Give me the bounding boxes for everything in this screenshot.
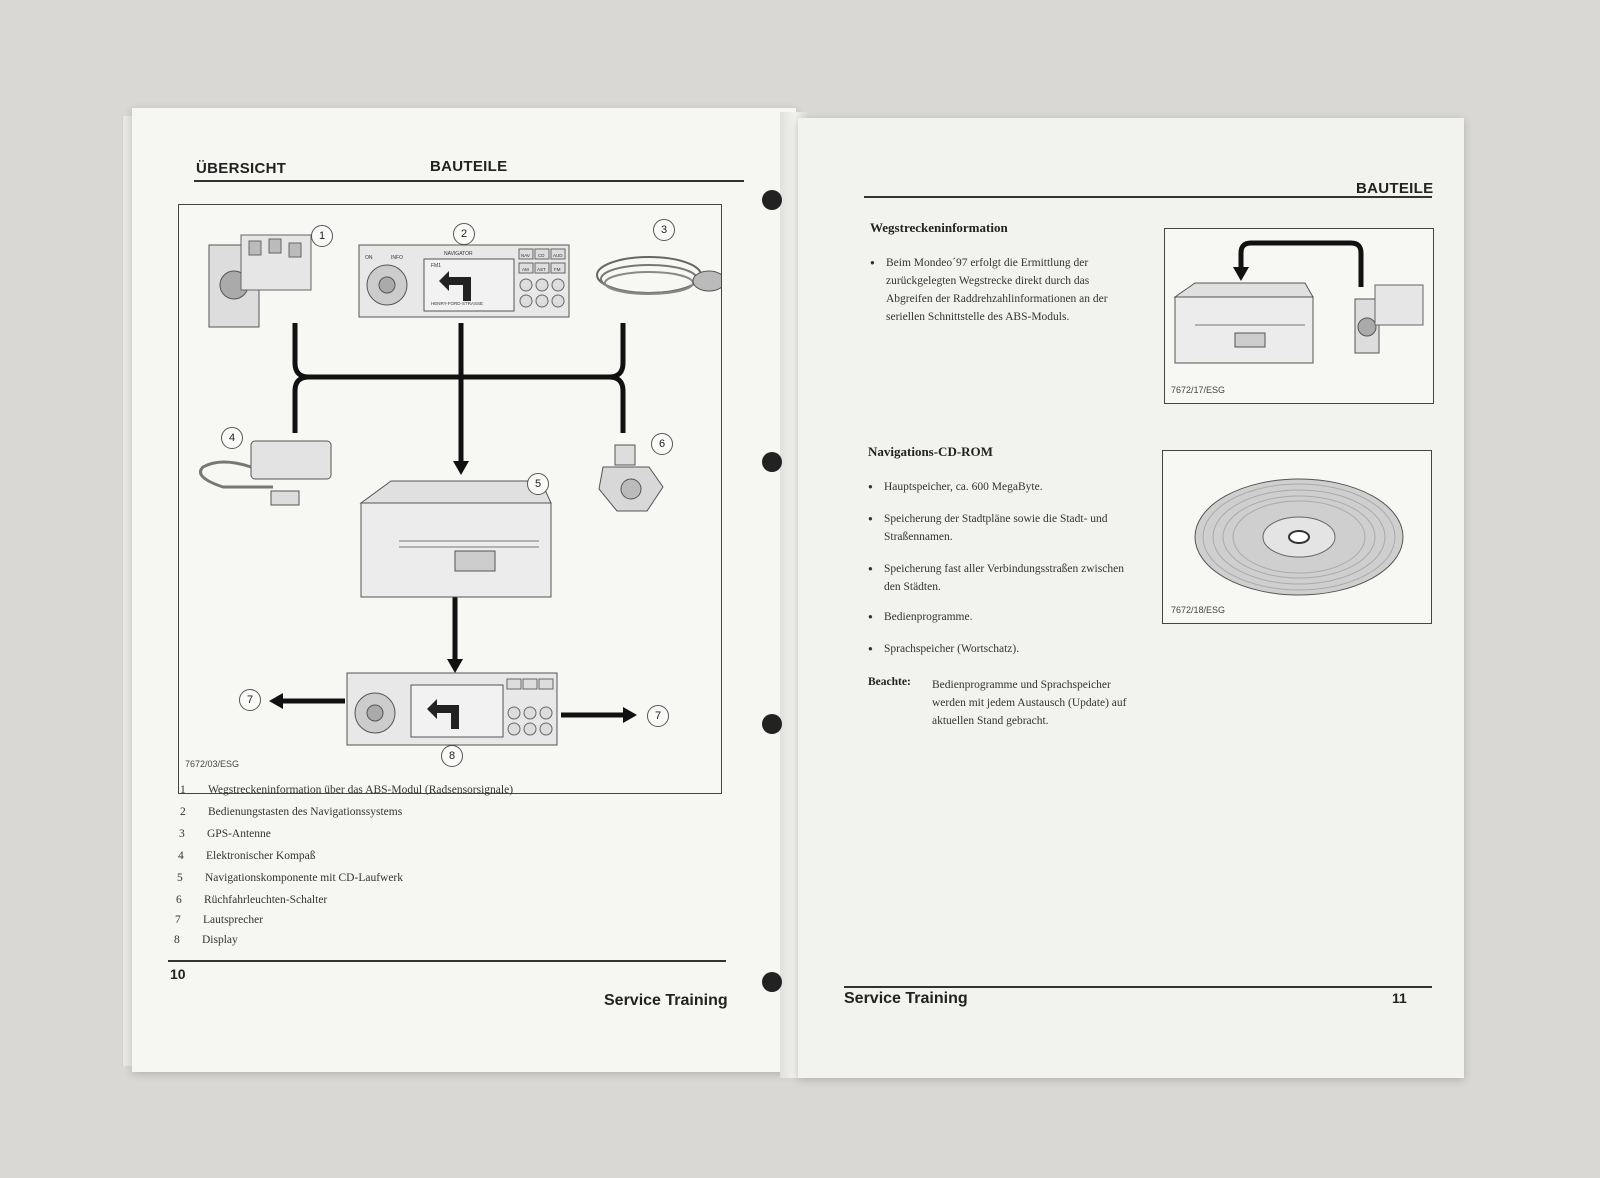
page-number-left: 10 bbox=[170, 966, 186, 982]
header-components: BAUTEILE bbox=[430, 158, 508, 175]
page-number-right: 11 bbox=[1392, 990, 1407, 1006]
info-text: INFO bbox=[391, 255, 403, 261]
callout-3: 3 bbox=[653, 219, 675, 241]
navigator-text: NAVIGATOR bbox=[444, 251, 473, 257]
navigation-unit-illustration bbox=[359, 480, 552, 598]
footer-service-training-right: Service Training bbox=[844, 990, 968, 1007]
abs-module-illustration bbox=[208, 234, 312, 328]
binding-hole bbox=[762, 190, 782, 210]
note-text: Bedienprogramme und Sprachspeicher werde… bbox=[932, 679, 1127, 727]
footer-service-training-left: Service Training bbox=[604, 992, 728, 1009]
left-page: ÜBERSICHT BAUTEILE bbox=[132, 108, 796, 1072]
figure-code-18: 7672/18/ESG bbox=[1171, 605, 1226, 615]
fm-text: FM bbox=[554, 267, 561, 272]
reverse-switch-illustration bbox=[598, 444, 664, 512]
nav-text: NAV bbox=[521, 253, 530, 258]
cd-text: CD bbox=[538, 253, 545, 258]
callout-2: 2 bbox=[453, 223, 475, 245]
figure-code-17: 7672/17/ESG bbox=[1171, 385, 1226, 395]
callout-7-left: 7 bbox=[239, 689, 261, 711]
right-page: BAUTEILE Wegstreckeninformation Beim Mon… bbox=[798, 118, 1464, 1078]
aud-text: AUD bbox=[553, 253, 563, 258]
binding-hole bbox=[762, 714, 782, 734]
callout-1: 1 bbox=[311, 225, 333, 247]
connection-lines bbox=[281, 323, 626, 718]
section-title-distance: Wegstreckeninformation bbox=[870, 220, 1008, 235]
cdrom-figure: 7672/18/ESG bbox=[1162, 450, 1432, 624]
binding-hole bbox=[762, 452, 782, 472]
street-text: HENRY-FORD-STRASSE bbox=[431, 301, 483, 306]
footer-rule-left bbox=[168, 960, 726, 962]
cdrom-bullet: Bedienprogramme. bbox=[868, 608, 1129, 626]
arrow-heads bbox=[269, 461, 637, 723]
figure-code: 7672/03/ESG bbox=[185, 759, 240, 769]
abs-navigation-figure: 7672/17/ESG bbox=[1164, 228, 1434, 404]
control-panel-top: FM1 NAVIGATOR HENRY-FORD-STRASSE ON INFO… bbox=[358, 244, 570, 318]
ast-text: AST bbox=[537, 267, 546, 272]
callout-7-right: 7 bbox=[647, 705, 669, 727]
cdrom-bullet: Hauptspeicher, ca. 600 MegaByte. bbox=[868, 478, 1129, 496]
header-components-right: BAUTEILE bbox=[1356, 180, 1434, 197]
header-overview: ÜBERSICHT bbox=[196, 160, 287, 177]
note-label: Beachte: bbox=[868, 676, 911, 688]
gps-antenna-illustration bbox=[596, 256, 726, 295]
display-fm1-text: FM1 bbox=[431, 263, 441, 269]
display-unit-illustration bbox=[346, 672, 558, 746]
am-text: AM bbox=[522, 267, 529, 272]
callout-5: 5 bbox=[527, 473, 549, 495]
compass-illustration bbox=[199, 440, 332, 506]
binding-hole bbox=[762, 972, 782, 992]
callout-6: 6 bbox=[651, 433, 673, 455]
header-rule bbox=[194, 180, 744, 182]
distance-bullet: Beim Mondeo´97 erfolgt die Ermittlung de… bbox=[870, 254, 1131, 326]
cdrom-bullet: Sprachspeicher (Wortschatz). bbox=[868, 640, 1129, 658]
abs-nav-illustration bbox=[1173, 240, 1424, 364]
header-rule-right bbox=[864, 196, 1432, 198]
cd-disc-illustration bbox=[1194, 478, 1404, 596]
callout-8: 8 bbox=[441, 745, 463, 767]
on-text: ON bbox=[365, 255, 373, 261]
system-diagram: FM1 NAVIGATOR HENRY-FORD-STRASSE ON INFO… bbox=[199, 234, 726, 746]
footer-rule-right bbox=[844, 986, 1432, 988]
cdrom-bullet: Speicherung der Stadtpläne sowie die Sta… bbox=[868, 510, 1129, 546]
section-title-cdrom: Navigations-CD-ROM bbox=[868, 444, 993, 459]
cdrom-bullet: Speicherung fast aller Verbindungsstraße… bbox=[868, 560, 1129, 596]
callout-4: 4 bbox=[221, 427, 243, 449]
overview-figure: FM1 NAVIGATOR HENRY-FORD-STRASSE ON INFO… bbox=[178, 204, 726, 794]
